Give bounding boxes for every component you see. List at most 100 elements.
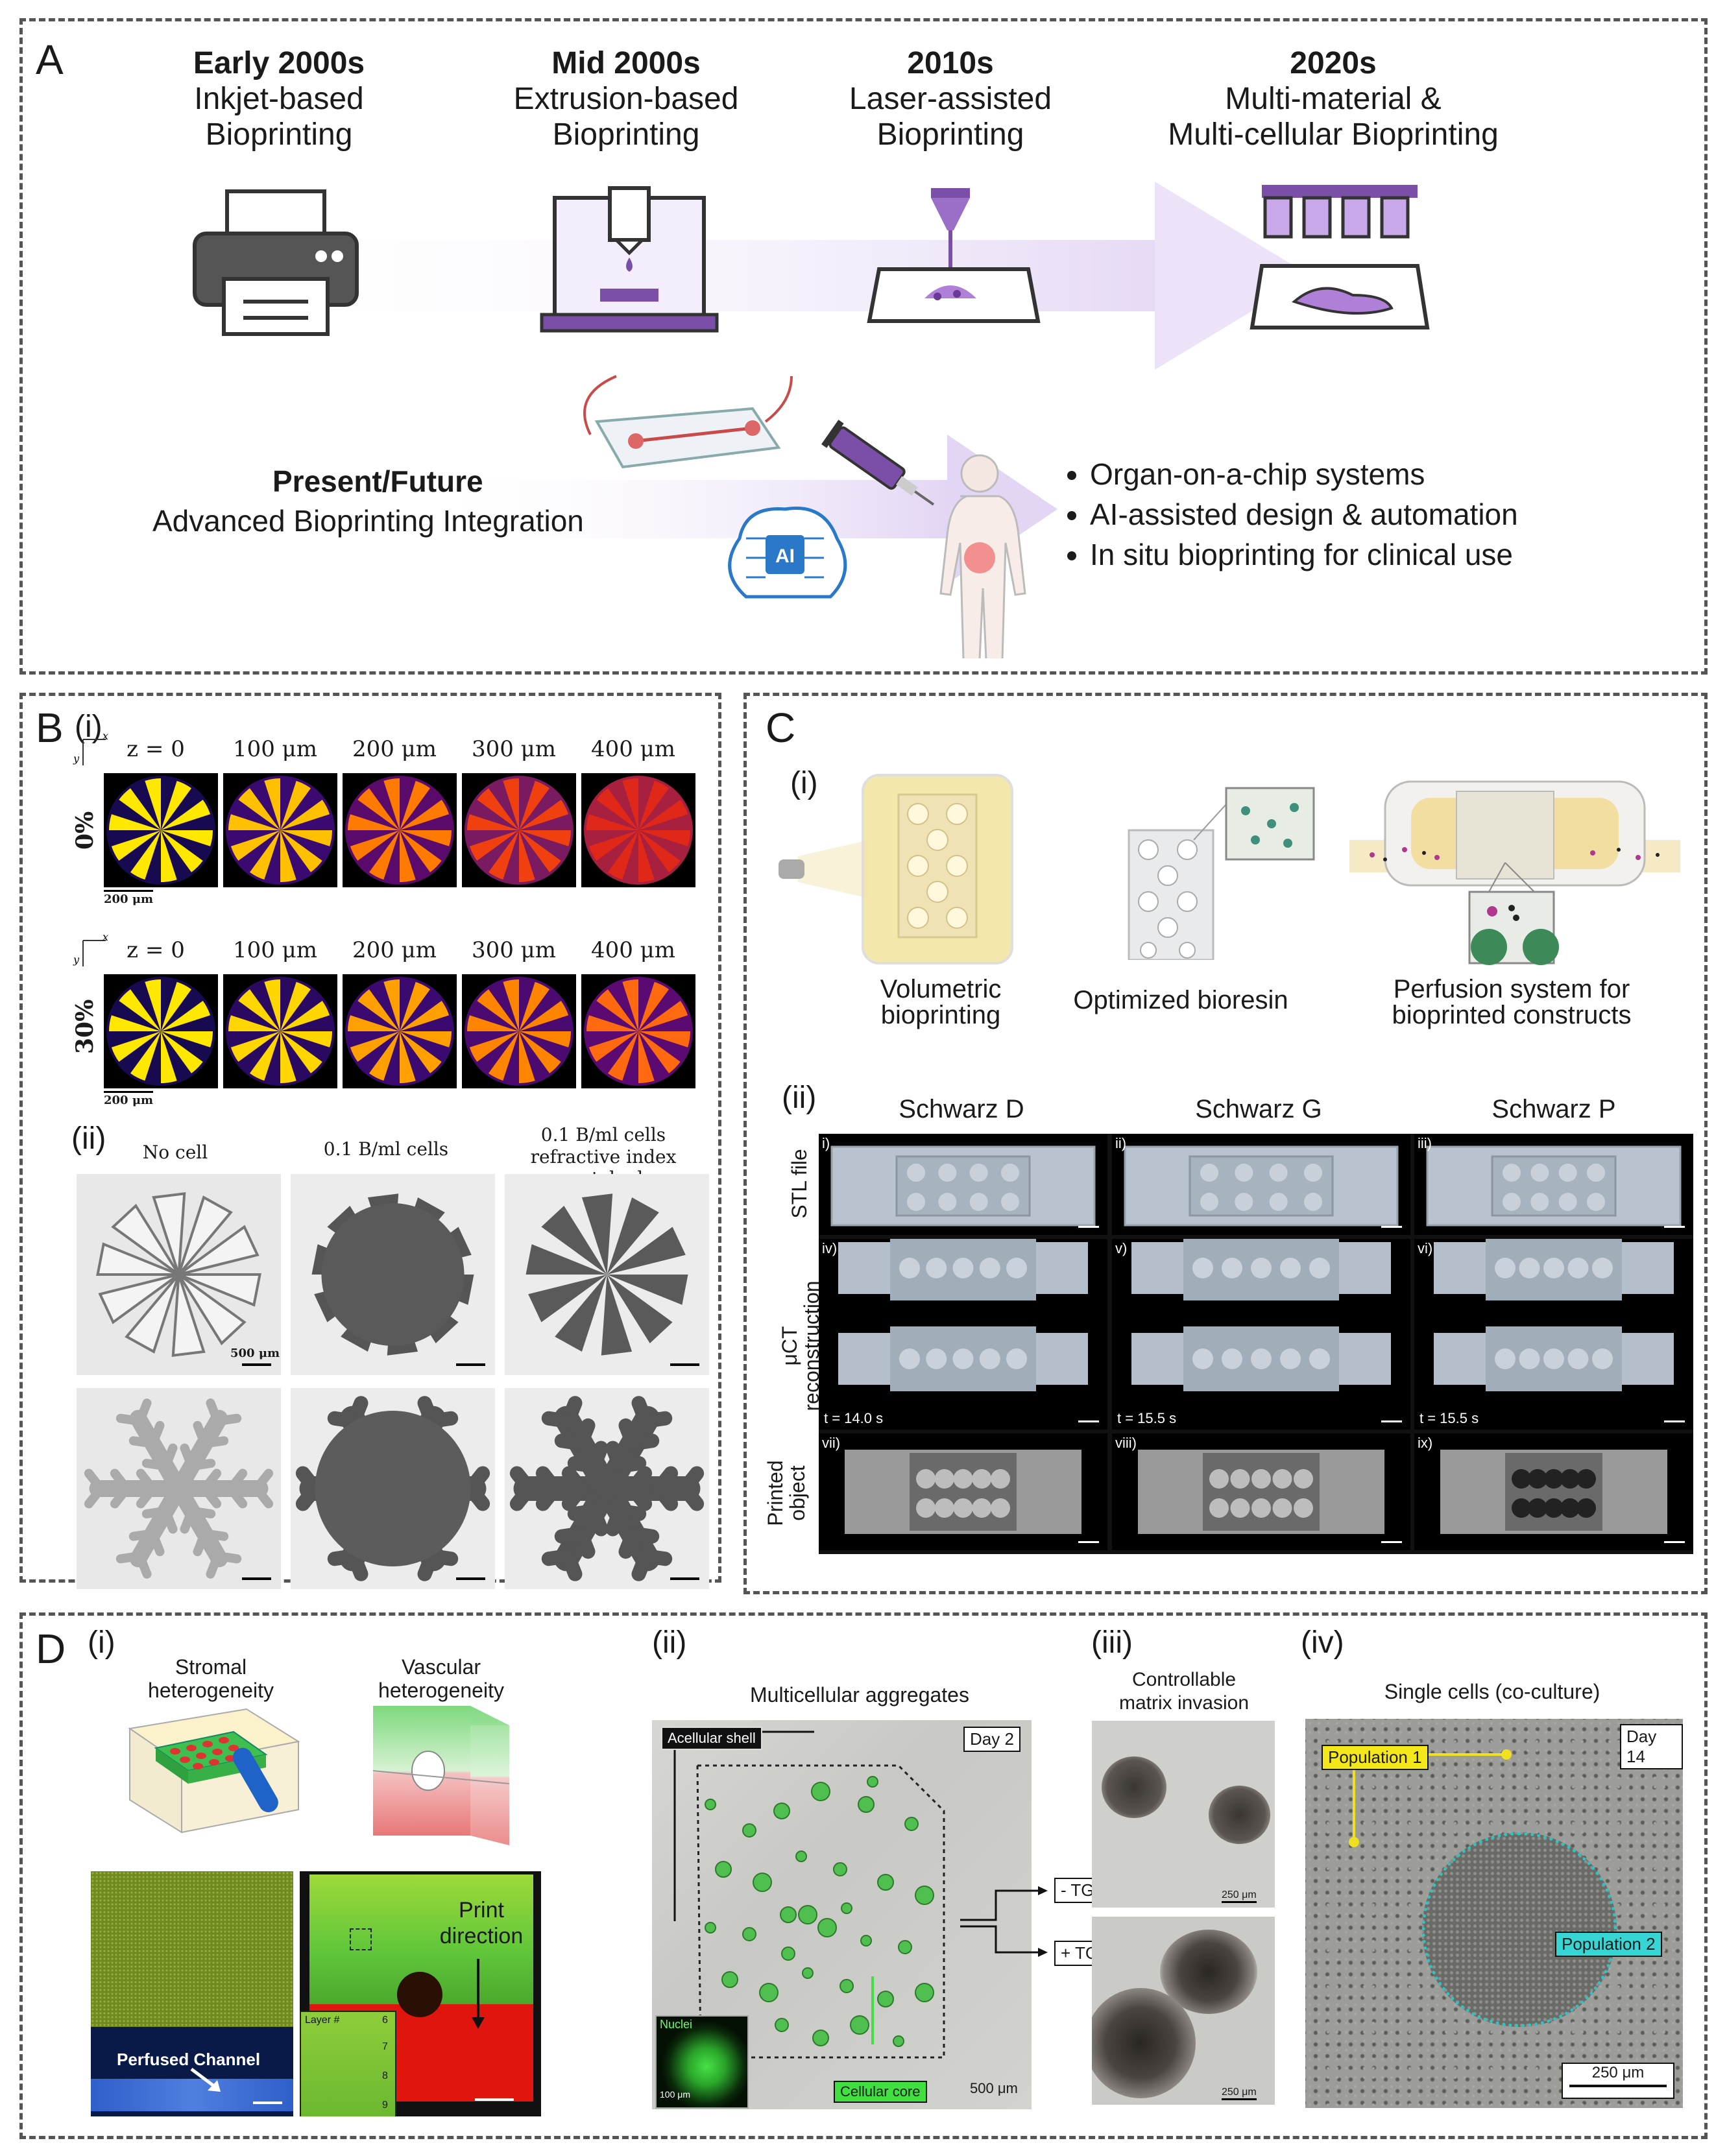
scale-250-text: 250 μm bbox=[1591, 2064, 1645, 2081]
scale-bar bbox=[253, 2102, 282, 2104]
z-label: 300 μm bbox=[471, 736, 557, 762]
schwarz-cell: vii) bbox=[819, 1433, 1107, 1550]
nuclei-inset: Nuclei 100 μm bbox=[655, 2015, 749, 2109]
bullet-item: Organ-on-a-chip systems bbox=[1090, 454, 1518, 494]
panel-a bbox=[19, 18, 1708, 675]
schwarz-cell: iv)t = 14.0 s bbox=[819, 1239, 1107, 1430]
row-label-uct: μCT reconstruction bbox=[778, 1271, 823, 1420]
schwarz-cell-id: iv) bbox=[822, 1240, 838, 1256]
schwarz-cell: viii) bbox=[1112, 1433, 1410, 1550]
aggregate-dot bbox=[817, 1918, 837, 1937]
perfused-arrow-icon bbox=[190, 2068, 221, 2092]
aggregate-dot bbox=[858, 1796, 875, 1813]
print-direction-arrow-icon bbox=[472, 1959, 485, 2029]
y-axis-label: y bbox=[73, 752, 80, 765]
print-direction-l1: Print bbox=[459, 1898, 504, 1922]
perfusion-system-icon bbox=[1349, 780, 1680, 965]
cond-header-cells: 0.1 B/ml cells bbox=[323, 1138, 449, 1160]
schwarz-render bbox=[1434, 1239, 1685, 1422]
multi-material-icon bbox=[1250, 185, 1430, 329]
panel-b-sub-ii: (ii) bbox=[71, 1121, 106, 1156]
row-label-text: reconstruction bbox=[800, 1280, 823, 1411]
pinwheel-image bbox=[343, 773, 457, 887]
era-line2: Bioprinting bbox=[552, 117, 700, 152]
aggregate-dot bbox=[877, 1874, 894, 1891]
b-micrograph bbox=[77, 1174, 281, 1375]
scale-bar bbox=[475, 2098, 514, 2101]
caption-l2: bioprinted constructs bbox=[1392, 1001, 1632, 1029]
layer-6: 6 bbox=[382, 2015, 388, 2026]
aggregate-dot bbox=[795, 1851, 807, 1862]
ai-label: AI bbox=[775, 545, 795, 567]
stromal-cube-icon bbox=[128, 1708, 300, 1834]
aggregate-dot bbox=[850, 2015, 869, 2035]
z-label: 300 μm bbox=[471, 937, 557, 963]
schwarz-cell: ii) bbox=[1112, 1134, 1410, 1235]
aggregates-svg bbox=[673, 1731, 945, 2059]
aggregate-dot bbox=[841, 1902, 852, 1914]
timeline-arrow bbox=[195, 182, 1310, 370]
human-figure-icon bbox=[939, 454, 1026, 658]
aggregate-dot bbox=[915, 1983, 934, 2002]
aggregate-dot bbox=[867, 1776, 878, 1788]
bioresin-lattice-icon bbox=[1128, 787, 1315, 960]
scale-500-label: 500 μm bbox=[970, 2080, 1018, 2096]
acellular-shell-label: Acellular shell bbox=[661, 1727, 762, 1750]
b-micrograph bbox=[505, 1174, 709, 1375]
pinwheel-image bbox=[462, 773, 576, 887]
day-2-label: Day 2 bbox=[963, 1727, 1020, 1752]
aggregate-dot bbox=[780, 1906, 797, 1923]
layer-9: 9 bbox=[382, 2100, 388, 2111]
aggregate-dot bbox=[781, 1946, 795, 1961]
roi-box bbox=[350, 1928, 372, 1950]
caption-l1: Perfusion system for bbox=[1393, 975, 1630, 1003]
stromal-fluorescence-image: Perfused Channel bbox=[91, 1871, 293, 2116]
aggregate-dot bbox=[893, 2035, 904, 2047]
vascular-cube-icon bbox=[372, 1706, 510, 1845]
day-14-label: Day 14 bbox=[1620, 1724, 1683, 1769]
aggregate-dot bbox=[833, 1862, 847, 1876]
caption-l1: Optimized bioresin bbox=[1073, 986, 1288, 1014]
layer-label: Layer # bbox=[305, 2015, 340, 2026]
extrusion-printer-icon bbox=[540, 186, 719, 333]
scale-100-label: 100 μm bbox=[660, 2089, 690, 2100]
panel-c-label: C bbox=[766, 704, 796, 751]
print-bubble bbox=[397, 1972, 442, 2017]
panel-c-sub-i: (i) bbox=[790, 766, 818, 800]
aggregate-dot bbox=[753, 1873, 772, 1892]
bullet-item: In situ bioprinting for clinical use bbox=[1090, 534, 1518, 575]
stromal-l2: heterogeneity bbox=[148, 1679, 274, 1702]
schwarz-time: t = 15.5 s bbox=[1117, 1410, 1177, 1426]
schwarz-cell: iii) bbox=[1414, 1134, 1693, 1235]
future-subtitle: Advanced Bioprinting Integration bbox=[152, 504, 584, 538]
schwarz-cell-id: v) bbox=[1115, 1240, 1128, 1256]
scale-bar-b-row2: 200 μm bbox=[104, 1091, 154, 1107]
layer-8: 8 bbox=[382, 2070, 388, 2081]
stromal-heading: Stromal heterogeneity bbox=[127, 1655, 295, 1702]
z-label: 100 μm bbox=[232, 937, 318, 963]
pinwheel-image bbox=[581, 974, 695, 1088]
pinwheel-row-30pct bbox=[104, 974, 701, 1091]
row-label-0pct: 0% bbox=[71, 811, 99, 850]
panel-c bbox=[743, 693, 1708, 1594]
aggregate-dot bbox=[915, 1886, 934, 1905]
inkjet-printer-icon bbox=[193, 189, 359, 336]
schwarz-render bbox=[838, 1239, 1099, 1422]
pinwheel-image bbox=[104, 773, 218, 887]
col-header-schwarz-g: Schwarz G bbox=[1195, 1095, 1322, 1123]
population-2-label: Population 2 bbox=[1555, 1932, 1662, 1957]
aggregate-dot bbox=[904, 1817, 919, 1831]
schwarz-cell-id: ix) bbox=[1418, 1435, 1433, 1451]
invasion-minus-image: 250 μm bbox=[1092, 1721, 1275, 1908]
bullet-item: AI-assisted design & automation bbox=[1090, 494, 1518, 534]
aggregate-dot bbox=[898, 1940, 912, 1954]
spheroid-invaded bbox=[1160, 1930, 1257, 2014]
schwarz-render bbox=[830, 1145, 1099, 1228]
era-line2: Bioprinting bbox=[876, 117, 1024, 152]
era-line2: Multi-cellular Bioprinting bbox=[1168, 117, 1499, 152]
perfused-channel-label: Perfused Channel bbox=[117, 2050, 261, 2069]
row-label-text: STL file bbox=[788, 1149, 811, 1219]
row-label-stl: STL file bbox=[788, 1142, 811, 1226]
invasion-plus-image: 250 μm bbox=[1092, 1917, 1275, 2105]
